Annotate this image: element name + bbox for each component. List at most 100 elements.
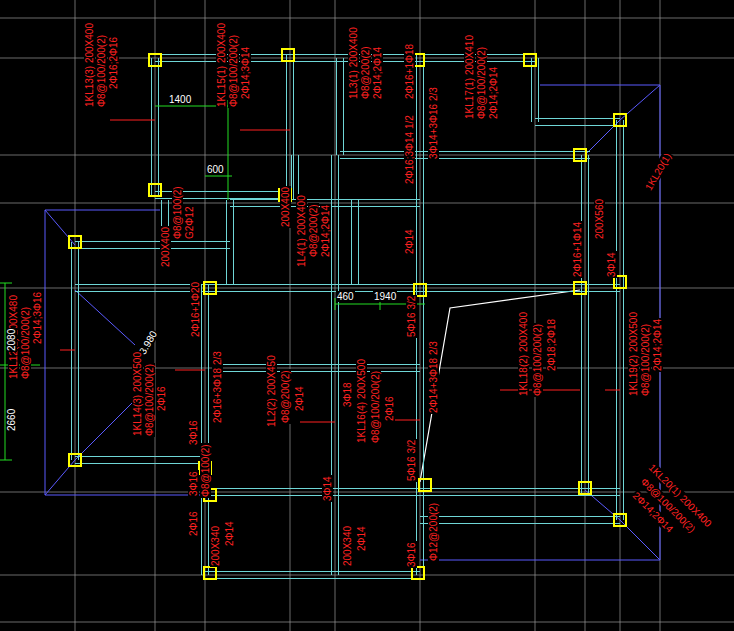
slab-edge — [45, 210, 75, 245]
column-symbol — [149, 184, 161, 196]
column-symbol — [204, 567, 216, 579]
beam-edge — [293, 55, 294, 200]
beam-annotation: 2Φ16+3Φ18 2/3 — [212, 350, 223, 424]
beam-edge — [151, 58, 152, 195]
slab-edge — [420, 560, 660, 561]
beam-edge — [535, 125, 620, 126]
beam-annotation: 3Φ14 — [606, 251, 617, 278]
dimension-line — [205, 176, 232, 177]
beam-annotation: Φ8@100(2) — [200, 443, 211, 498]
column-symbol — [419, 479, 431, 491]
beam-annotation: 200X400 — [280, 186, 291, 228]
beam-annotation: Φ8@100/200(2) — [370, 370, 381, 444]
beam-edge — [535, 118, 620, 119]
dimension-text: 600 — [206, 164, 225, 175]
columns — [69, 49, 626, 579]
leader-line — [110, 120, 155, 121]
beam-annotation: 1KL13(3) 200X400 — [84, 22, 95, 108]
beam-edge — [201, 285, 202, 575]
beam-annotation: 2Φ16 — [188, 510, 199, 537]
beam-annotation: 2Φ16;3Φ14 1/2 — [404, 114, 415, 185]
dimension-line — [0, 460, 12, 461]
beam-edge — [420, 523, 620, 524]
beam-edge — [531, 58, 532, 122]
beam-annotation: 2Φ18;2Φ18 — [546, 318, 557, 372]
beam-edge — [158, 58, 159, 195]
dimension-text: 1400 — [168, 94, 192, 105]
beam-annotation: 2Φ14;2Φ14 — [652, 318, 663, 372]
column-symbol — [412, 567, 424, 579]
beam-edge — [286, 55, 287, 200]
leader-line — [300, 422, 335, 423]
beams — [72, 55, 624, 579]
column-symbol — [149, 54, 161, 66]
beam-annotation: 2Φ14;2Φ14 — [320, 204, 331, 258]
beam-annotation: 3Φ16 — [188, 419, 199, 446]
grid-line — [335, 0, 336, 631]
beam-annotation: Φ8@200(2) — [308, 203, 319, 258]
grid-line — [660, 0, 661, 631]
column-symbol — [282, 49, 294, 61]
beam-annotation: 1KL18(2) 200X400 — [518, 311, 529, 397]
slab-edge — [540, 85, 660, 86]
beam-edge — [623, 120, 624, 520]
beam-annotation: 200X400 — [160, 226, 171, 268]
beam-edge — [298, 155, 299, 200]
beam-edge — [75, 463, 205, 464]
beam-annotation: 2Φ14 — [356, 525, 367, 552]
beam-annotation: 2Φ16 — [384, 395, 395, 422]
beam-edge — [75, 456, 205, 457]
beam-annotation: 3Φ18 — [342, 381, 353, 408]
grid-line — [155, 0, 156, 631]
beam-edge — [75, 284, 620, 285]
beam-annotation: 2Φ14 — [224, 520, 235, 547]
beam-annotation: 2Φ16+1Φ14 — [572, 221, 583, 278]
beam-edge — [233, 200, 234, 285]
dimension-line — [228, 100, 229, 200]
dimension-line — [0, 283, 12, 284]
beam-edge — [351, 200, 352, 285]
beam-edge — [205, 488, 620, 489]
beam-annotation: Φ8@100/200(2) — [640, 323, 651, 397]
beam-edge — [75, 248, 230, 249]
beam-annotation: 1KL16(4) 200X500 — [356, 358, 367, 444]
beam-annotation: 3Φ14 — [322, 475, 333, 502]
grid-line — [0, 575, 734, 576]
beam-annotation: 1L2(2) 200X450 — [266, 354, 277, 428]
beam-annotation: 2Φ14 — [404, 228, 415, 255]
grid-line — [205, 0, 206, 631]
column-symbol — [524, 54, 536, 66]
leader-line — [240, 130, 290, 131]
column-symbol — [69, 236, 81, 248]
beam-edge — [423, 55, 424, 575]
column-symbol — [574, 282, 586, 294]
beam-annotation: 1KL19(2) 200X500 — [628, 311, 639, 397]
opening-line — [420, 290, 580, 482]
grid-line — [420, 0, 421, 631]
column-symbol — [574, 149, 586, 161]
column-symbol — [614, 114, 626, 126]
dimensions — [0, 100, 425, 460]
column-symbol — [69, 454, 81, 466]
grid-line — [0, 18, 734, 19]
beam-edge — [215, 371, 420, 372]
beam-edge — [71, 242, 72, 460]
beam-annotation: Φ8@200(2) — [360, 45, 371, 100]
beam-annotation: 1KL17(1) 200X410 — [464, 34, 475, 120]
slab-edge — [75, 400, 135, 460]
beam-annotation: 200X340 — [342, 525, 353, 567]
beam-annotation: Φ8@100/200(2) — [144, 363, 155, 437]
grid-line — [535, 0, 536, 631]
grid-line — [585, 0, 586, 631]
beam-edge — [336, 58, 337, 155]
beam-annotation: 2Φ14;3Φ14 — [240, 46, 251, 100]
beam-edge — [78, 242, 79, 460]
beam-annotation: 1L3(1) 200X400 — [348, 26, 359, 100]
dimension-line — [5, 283, 6, 460]
dimension-text: 460 — [336, 291, 355, 302]
beam-annotation: 1L4(1) 200X400 — [296, 194, 307, 268]
beam-annotation: 2Φ16+1Φ20 — [190, 281, 201, 338]
slab-edge — [45, 495, 210, 496]
grid-line — [75, 0, 76, 631]
